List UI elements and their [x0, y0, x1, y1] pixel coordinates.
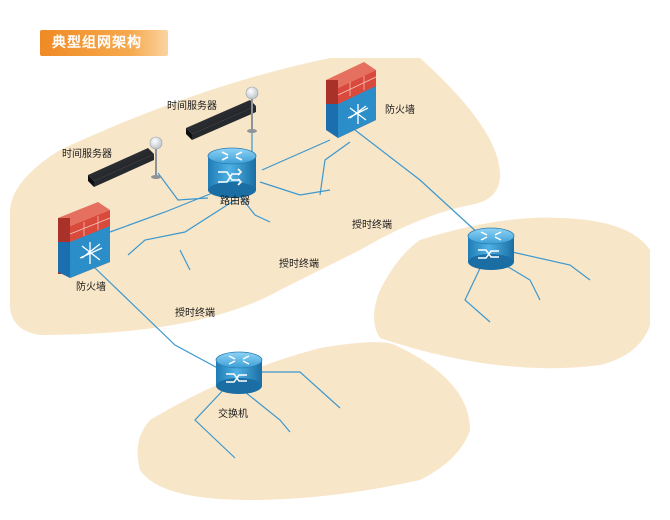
zone-bottom [137, 342, 471, 500]
firewall-star-icon [347, 104, 369, 124]
link-firewall-left-to-switch [94, 267, 226, 373]
firewall-star-icon [79, 242, 103, 264]
server-rack-icon [88, 148, 154, 181]
link-firewall-top-to-terminal-c [319, 141, 351, 196]
link-switch-to-pc1 [194, 384, 236, 459]
server-rack-icon [186, 100, 256, 134]
label-terminal-b: 授时终端 [279, 259, 319, 270]
label-firewall-left: 防火墙 [76, 282, 106, 293]
antenna-icon [245, 86, 259, 100]
label-firewall-top: 防火墙 [385, 105, 415, 116]
link-router-to-firewall-top [261, 139, 331, 171]
time-server-top [186, 86, 259, 140]
link-router-to-firewall-left [109, 191, 216, 233]
label-time-server-top: 时间服务器 [167, 101, 217, 112]
link-switch-to-pc3 [258, 371, 341, 409]
time-server-left [88, 136, 163, 187]
router-arrows-icon [218, 151, 243, 186]
zone-main [9, 58, 500, 335]
brick-wall-icon [337, 76, 377, 96]
firewall-left-device [58, 202, 111, 278]
link-remote-router-to-pc1 [464, 261, 491, 323]
link-remote-router-to-pc3 [511, 251, 591, 281]
firewall-top-device [326, 62, 377, 138]
link-router-to-terminal-a [127, 199, 236, 256]
diagram-title: 典型组网架构 [52, 35, 142, 51]
label-time-server-left: 时间服务器 [62, 149, 112, 160]
brick-wall-icon [69, 216, 111, 236]
label-terminal-c: 授时终端 [352, 220, 392, 231]
link-remote-router-to-pc2 [499, 261, 541, 301]
link-terminal-a-to-tower [179, 249, 191, 271]
label-switch: 交换机 [218, 409, 248, 420]
antenna-icon [149, 136, 163, 150]
zone-right [374, 217, 650, 369]
link-router-to-terminal-b [239, 195, 271, 223]
router-arrows-icon [478, 231, 502, 259]
remote-router-device [467, 227, 515, 270]
link-switch-to-pc2 [244, 391, 291, 433]
link-firewall-top-to-remote-router [354, 129, 481, 236]
switch-arrows-icon [226, 355, 250, 383]
router-device [207, 147, 257, 198]
label-router: 路由器 [220, 196, 250, 207]
label-terminal-a: 授时终端 [175, 308, 215, 319]
network-links [94, 128, 591, 459]
switch-device [215, 351, 263, 394]
title-badge [40, 30, 168, 56]
